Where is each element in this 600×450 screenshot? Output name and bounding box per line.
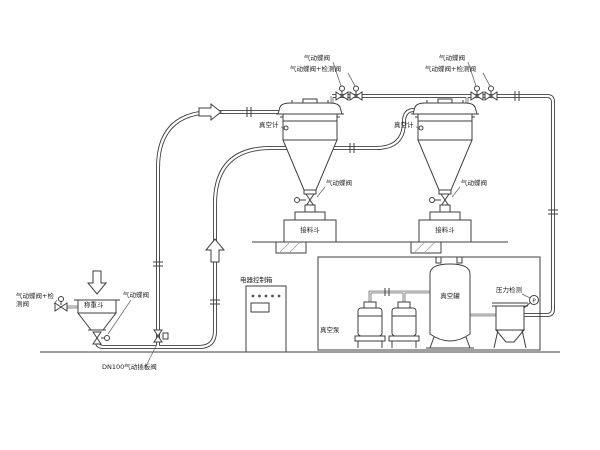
label-receive-hopper-2: 接料斗 xyxy=(435,226,455,234)
label-control-box: 电器控制箱 xyxy=(240,276,273,284)
vacuum-pump-1 xyxy=(354,301,386,348)
label-vacuum-tank: 真空罐 xyxy=(440,292,460,300)
butterfly-valve-icon xyxy=(92,331,102,345)
vacuum-pump-2 xyxy=(388,301,420,348)
receiver-lid xyxy=(412,102,478,115)
vacuum-receiver-1 xyxy=(276,98,344,243)
butterfly-valve-icon xyxy=(440,193,450,207)
receiver-body xyxy=(417,113,473,141)
label-weigh-hopper: 称重斗 xyxy=(84,301,104,309)
flow-arrow-right-icon xyxy=(198,102,222,122)
gate-valve-icon xyxy=(153,329,163,343)
vacuum-receiver-2 xyxy=(411,98,479,243)
pressure-gauge-letter: P xyxy=(532,298,536,304)
lid-cap xyxy=(302,98,318,104)
label-receiver2-discharge-valve: 气动蝶阀 xyxy=(461,179,487,187)
label-feed-butterfly-valve: 气动蝶阀 xyxy=(123,291,149,299)
weigh-hopper-cone xyxy=(76,312,118,331)
pipe-unions xyxy=(153,91,558,305)
leader-lines xyxy=(53,61,531,367)
label-receiver1-vacuum-gauge: 真空计 xyxy=(259,121,279,129)
label-receiver2-vacuum-gauge: 真空计 xyxy=(394,121,414,129)
label-receiver2-butterfly-valve: 气动蝶阀 xyxy=(439,54,465,62)
receiver-1-top-valves xyxy=(335,85,363,101)
label-pressure-detect: 压力检测 xyxy=(496,286,522,294)
label-receiver1-butterfly-valve: 气动蝶阀 xyxy=(304,54,330,62)
feed-arrow-down-icon xyxy=(86,270,108,295)
pressure-gauge-icon xyxy=(529,295,539,305)
label-receiver1-butterfly-check-valve: 气动蝶阀+检测阀 xyxy=(290,65,341,73)
feed-station xyxy=(54,296,169,345)
cabinet-display xyxy=(250,302,270,313)
vacuum-tank xyxy=(426,256,474,349)
control-cabinet xyxy=(245,285,287,353)
receiver-lid xyxy=(277,102,343,115)
receiver-2-top-valves xyxy=(470,85,498,101)
receiver-body xyxy=(282,113,338,141)
flow-arrow-up-icon xyxy=(204,238,226,263)
platform xyxy=(252,241,508,254)
label-feed-butterfly-check-valve: 气动蝶阀+检测阀 xyxy=(16,292,54,308)
butterfly-valve-icon xyxy=(305,193,315,207)
label-receiver2-butterfly-check-valve: 气动蝶阀+检测阀 xyxy=(425,65,476,73)
receive-hopper-box xyxy=(283,219,337,243)
filter-unit: P xyxy=(492,295,539,349)
label-receiver1-discharge-valve: 气动蝶阀 xyxy=(326,179,352,187)
lid-cap xyxy=(437,98,453,104)
receive-hopper-box xyxy=(418,219,472,243)
pump-skid-enclosure xyxy=(317,256,541,351)
label-receive-hopper-1: 接料斗 xyxy=(300,226,320,234)
label-vacuum-pump: 真空泵 xyxy=(320,326,340,334)
label-gate-valve: DN100气动插板阀 xyxy=(102,363,157,371)
